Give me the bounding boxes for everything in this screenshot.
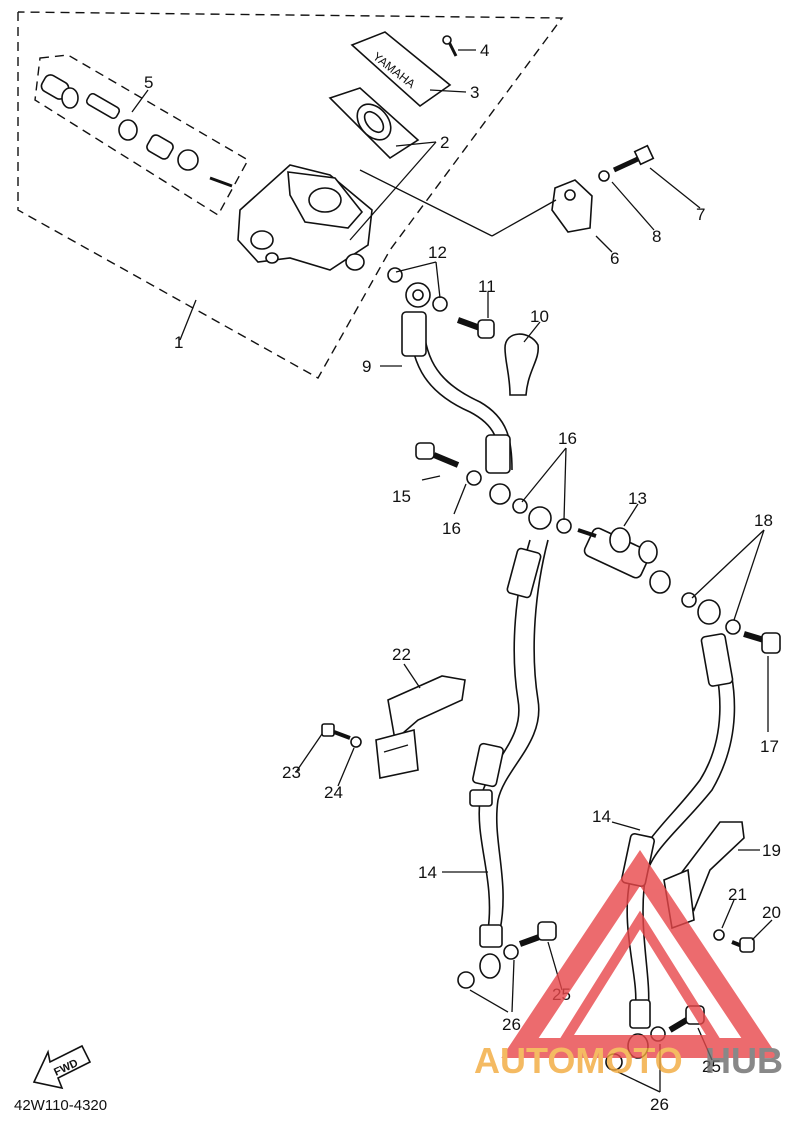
washer-24	[350, 736, 362, 748]
diaphragm	[328, 87, 420, 160]
label-3: 3	[470, 83, 479, 102]
bolt-7	[612, 144, 655, 173]
label-22: 22	[392, 645, 411, 664]
watermark: AUTOMOTO HUB	[474, 849, 783, 1081]
label-6: 6	[610, 249, 619, 268]
watermark-text-automoto: AUTOMOTO	[474, 1040, 683, 1081]
label-12: 12	[428, 243, 447, 262]
label-9: 9	[362, 357, 371, 376]
label-14-right: 14	[592, 807, 611, 826]
part-code: 42W110-4320	[14, 1097, 107, 1114]
piston-kit	[40, 74, 233, 188]
label-25-right: 25	[702, 1057, 721, 1076]
watermark-text-hub: HUB	[705, 1040, 783, 1081]
label-7: 7	[696, 205, 705, 224]
label-17: 17	[760, 737, 779, 756]
union-bolt-25-left	[518, 921, 557, 947]
hose-guide-22	[375, 675, 466, 779]
bolt-20	[731, 937, 755, 953]
bolt-23	[321, 723, 351, 740]
label-20: 20	[762, 903, 781, 922]
washer-21	[713, 929, 725, 941]
washer-26-a	[457, 971, 475, 989]
label-21: 21	[728, 885, 747, 904]
label-26-right: 26	[650, 1095, 669, 1114]
leader-lines	[131, 49, 773, 1093]
washer-16-b	[512, 498, 528, 514]
upper-brake-hose	[387, 267, 513, 505]
union-bolt-15	[415, 442, 460, 468]
union-bolt-11	[456, 317, 495, 339]
label-15: 15	[392, 487, 411, 506]
washer-8	[598, 170, 610, 182]
washer-16-a	[466, 470, 482, 486]
washer-26-b	[503, 944, 519, 960]
watermark-triangle-logo	[501, 849, 779, 1058]
label-5: 5	[144, 73, 153, 92]
label-4: 4	[480, 41, 489, 60]
kit-boundary	[34, 54, 249, 216]
label-23: 23	[282, 763, 301, 782]
joint-13	[577, 527, 671, 594]
label-1: 1	[174, 333, 183, 352]
label-2: 2	[440, 133, 449, 152]
master-cylinder	[237, 164, 373, 271]
label-26-left: 26	[502, 1015, 521, 1034]
label-13: 13	[628, 489, 647, 508]
label-16-b: 16	[558, 429, 577, 448]
callout-labels: 1 2 3 4 5 6 7 8 9 10 11 12 13 14 14 15 1…	[144, 41, 781, 1114]
label-10: 10	[530, 307, 549, 326]
label-8: 8	[652, 227, 661, 246]
assembly-boundary	[17, 11, 564, 379]
label-14-left: 14	[418, 863, 437, 882]
label-19: 19	[762, 841, 781, 860]
cap-screw	[442, 35, 458, 57]
label-18: 18	[754, 511, 773, 530]
label-24: 24	[324, 783, 343, 802]
holder	[551, 179, 593, 233]
union-bolt-17	[743, 631, 781, 654]
label-11: 11	[478, 277, 496, 296]
washer-16-c	[556, 518, 572, 534]
fwd-arrow: FWD	[32, 1044, 92, 1090]
label-16-a: 16	[442, 519, 461, 538]
cover-10	[504, 333, 539, 396]
left-brake-hose	[469, 506, 552, 979]
